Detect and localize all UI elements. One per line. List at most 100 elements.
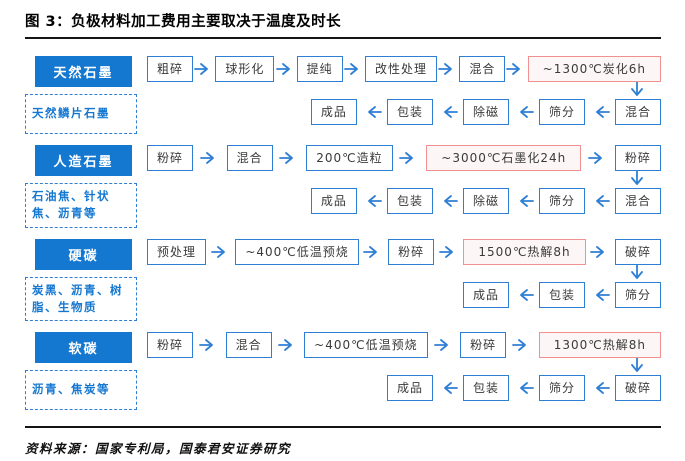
process-step: 包装 — [386, 188, 433, 214]
arrow-down-icon — [631, 171, 643, 185]
category-box: 人造石墨 — [35, 145, 132, 176]
category-box: 软碳 — [35, 332, 132, 363]
process-step: 除磁 — [462, 188, 509, 214]
flow-line-bottom: 成品 包装 筛分 破碎 — [147, 375, 661, 401]
arrow-left-icon — [596, 382, 610, 394]
arrow-left-icon — [520, 195, 534, 207]
process-step: 粉碎 — [388, 238, 435, 265]
process-step: 粉碎 — [460, 332, 507, 358]
arrow-right-icon — [194, 63, 209, 75]
process-step: 球形化 — [215, 56, 275, 82]
category-box: 硬碳 — [35, 238, 132, 270]
process-step: 破碎 — [614, 375, 661, 401]
process-step: 混合 — [226, 145, 273, 171]
process-step: 成品 — [310, 188, 357, 214]
arrow-right-icon — [433, 339, 448, 351]
arrow-right-icon — [506, 63, 521, 75]
process-step: 粗碎 — [147, 56, 194, 82]
source-note: 资料来源：国家专利局，国泰君安证券研究 — [25, 441, 292, 456]
flow-row-natural-graphite: 天然石墨 天然鳞片石墨 粗碎球形化提纯改性处理混合~1300℃炭化6h 成品包装… — [25, 56, 661, 134]
materials-box: 天然鳞片石墨 — [25, 94, 137, 134]
arrow-down-icon — [631, 358, 643, 372]
arrow-right-icon — [588, 152, 602, 164]
row-label-column: 天然石墨 天然鳞片石墨 — [25, 56, 147, 134]
arrow-right-icon — [199, 152, 214, 164]
process-step: 除磁 — [462, 99, 509, 125]
flow-line-top: 粗碎球形化提纯改性处理混合 ~1300℃炭化6h — [147, 56, 661, 82]
arrow-left-icon — [444, 106, 458, 118]
arrow-left-icon — [596, 106, 610, 118]
process-step: 预处理 — [147, 238, 207, 265]
process-step: 混合 — [459, 56, 506, 82]
process-step: 混合 — [614, 188, 661, 214]
arrow-right-icon — [277, 339, 292, 351]
process-step: 破碎 — [614, 238, 661, 265]
figure-title: 图 3：负极材料加工费用主要取决于温度及时长 — [25, 14, 342, 30]
row-label-column: 人造石墨 石油焦、针状焦、沥青等 — [25, 145, 147, 228]
arrow-left-icon — [368, 106, 382, 118]
arrow-left-icon — [520, 106, 534, 118]
row-label-column: 软碳 沥青、焦炭等 — [25, 332, 147, 410]
process-step: 改性处理 — [364, 56, 437, 82]
process-step: ~400℃低温预烧 — [304, 332, 428, 358]
arrow-left-icon — [520, 288, 534, 301]
arrow-right-icon — [279, 152, 294, 164]
arrow-left-icon — [368, 195, 382, 207]
process-step: ~400℃低温预烧 — [235, 238, 359, 265]
process-step: 筛分 — [538, 375, 585, 401]
arrow-right-icon — [590, 245, 605, 258]
process-step: 成品 — [386, 375, 433, 401]
process-step: 筛分 — [538, 99, 585, 125]
flow-line-bottom: 成品 包装 除磁 筛分 混合 — [147, 188, 661, 214]
arrow-left-icon — [520, 382, 534, 394]
footer-divider — [25, 426, 661, 428]
materials-box: 石油焦、针状焦、沥青等 — [25, 183, 137, 228]
arrow-right-icon — [199, 339, 214, 351]
arrow-left-icon — [596, 288, 610, 301]
process-step: 混合 — [614, 99, 661, 125]
process-step-highlight: 1500℃热解8h — [463, 238, 586, 265]
arrow-right-icon — [363, 245, 378, 258]
process-step: 200℃造粒 — [306, 145, 393, 171]
arrow-left-icon — [444, 195, 458, 207]
flow-lines: 粗碎球形化提纯改性处理混合~1300℃炭化6h 成品包装除磁筛分混合 — [147, 56, 661, 125]
arrow-right-icon — [343, 63, 358, 75]
flow-row-hard-carbon: 硬碳 炭黑、沥青、树脂、生物质 预处理 ~400℃低温预烧 粉碎 1500℃热解8h 破… — [25, 238, 661, 321]
flow-line-bottom: 成品包装筛分 — [147, 281, 661, 308]
arrow-right-icon — [210, 245, 225, 258]
process-step: 提纯 — [296, 56, 343, 82]
process-step: 成品 — [310, 99, 357, 125]
category-box: 天然石墨 — [35, 56, 132, 87]
flow-line-top: 预处理 ~400℃低温预烧 粉碎 1500℃热解8h 破碎 — [147, 238, 661, 265]
process-step: 粉碎 — [614, 145, 661, 171]
process-step: 粉碎 — [147, 145, 194, 171]
flowchart: 天然石墨 天然鳞片石墨 粗碎球形化提纯改性处理混合~1300℃炭化6h 成品包装… — [25, 56, 661, 410]
arrow-right-icon — [275, 63, 290, 75]
row-label-column: 硬碳 炭黑、沥青、树脂、生物质 — [25, 238, 147, 321]
arrow-right-icon — [399, 152, 414, 164]
process-step-highlight: 1300℃热解8h — [538, 332, 661, 358]
process-step: 筛分 — [538, 188, 585, 214]
materials-box: 沥青、焦炭等 — [25, 370, 137, 410]
arrow-left-icon — [596, 195, 610, 207]
title-divider — [25, 37, 661, 39]
arrow-left-icon — [444, 382, 458, 394]
arrow-down-icon — [631, 264, 643, 279]
process-step: 包装 — [462, 375, 509, 401]
process-step-highlight: ~1300℃炭化6h — [527, 56, 661, 82]
process-step: 包装 — [538, 281, 585, 308]
arrow-right-icon — [438, 63, 453, 75]
process-step: 筛分 — [614, 281, 661, 308]
arrow-right-icon — [512, 339, 527, 351]
flow-line-bottom: 成品 包装 除磁 筛分 混合 — [147, 99, 661, 125]
process-step: 包装 — [386, 99, 433, 125]
process-step: 混合 — [225, 332, 272, 358]
